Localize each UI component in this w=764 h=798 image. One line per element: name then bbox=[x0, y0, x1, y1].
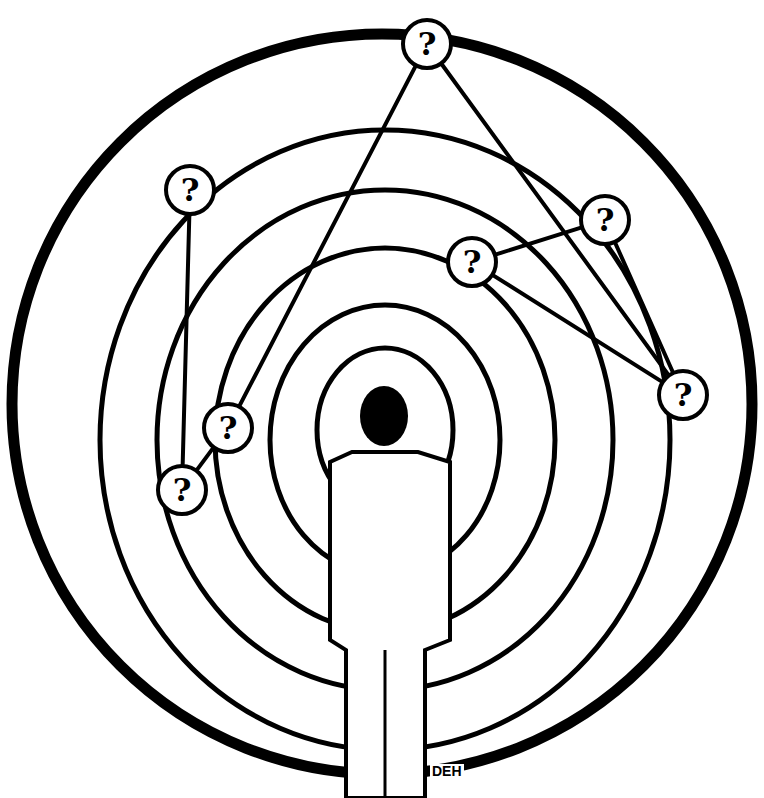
question-circle: ? bbox=[156, 464, 208, 516]
question-circle: ? bbox=[164, 164, 216, 216]
question-mark: ? bbox=[463, 246, 482, 278]
person-head bbox=[360, 386, 408, 446]
question-mark: ? bbox=[674, 379, 693, 411]
question-circle: ? bbox=[657, 369, 709, 421]
connector-line bbox=[497, 228, 580, 254]
person-figure bbox=[330, 452, 450, 798]
question-circle: ? bbox=[579, 194, 631, 246]
connector-line bbox=[616, 244, 673, 372]
question-mark: ? bbox=[173, 474, 192, 506]
question-mark: ? bbox=[418, 28, 437, 60]
question-circle: ? bbox=[446, 236, 498, 288]
connector-line bbox=[442, 65, 667, 374]
question-mark: ? bbox=[596, 204, 615, 236]
connector-line bbox=[183, 216, 190, 464]
question-mark: ? bbox=[181, 174, 200, 206]
question-circle: ? bbox=[401, 18, 453, 70]
connector-line bbox=[240, 67, 415, 405]
connector-line bbox=[197, 449, 212, 469]
leg-divide bbox=[384, 650, 387, 798]
question-mark: ? bbox=[219, 412, 238, 444]
signature: DEH bbox=[430, 764, 464, 779]
connector-line bbox=[494, 276, 661, 381]
question-circle: ? bbox=[202, 402, 254, 454]
